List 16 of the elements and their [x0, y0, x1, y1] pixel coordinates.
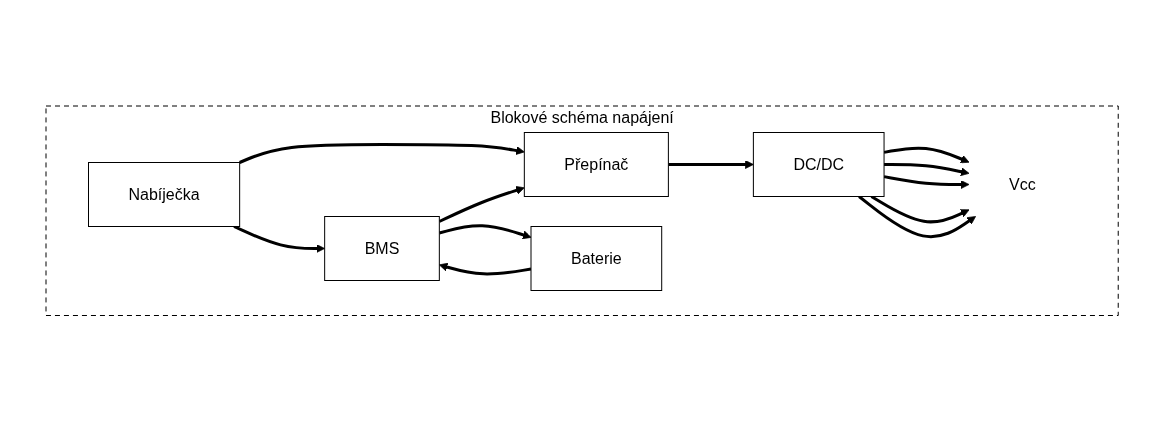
- arrow: [858, 195, 976, 238]
- node-box: Baterie: [530, 225, 663, 291]
- node-box: Přepínač: [523, 131, 669, 197]
- arrow: [883, 174, 970, 189]
- arrow: [883, 162, 970, 176]
- node-box: BMS: [324, 215, 440, 281]
- node-text: Vcc: [1008, 175, 1036, 193]
- arrow: [668, 159, 754, 169]
- node-box: Nabíječka: [87, 161, 241, 227]
- arrow: [438, 262, 532, 276]
- arrow: [238, 142, 525, 164]
- arrow: [438, 185, 525, 223]
- arrow: [438, 224, 532, 239]
- node-box: DC/DC: [752, 131, 885, 197]
- arrow: [883, 146, 970, 163]
- arrow: [233, 224, 325, 253]
